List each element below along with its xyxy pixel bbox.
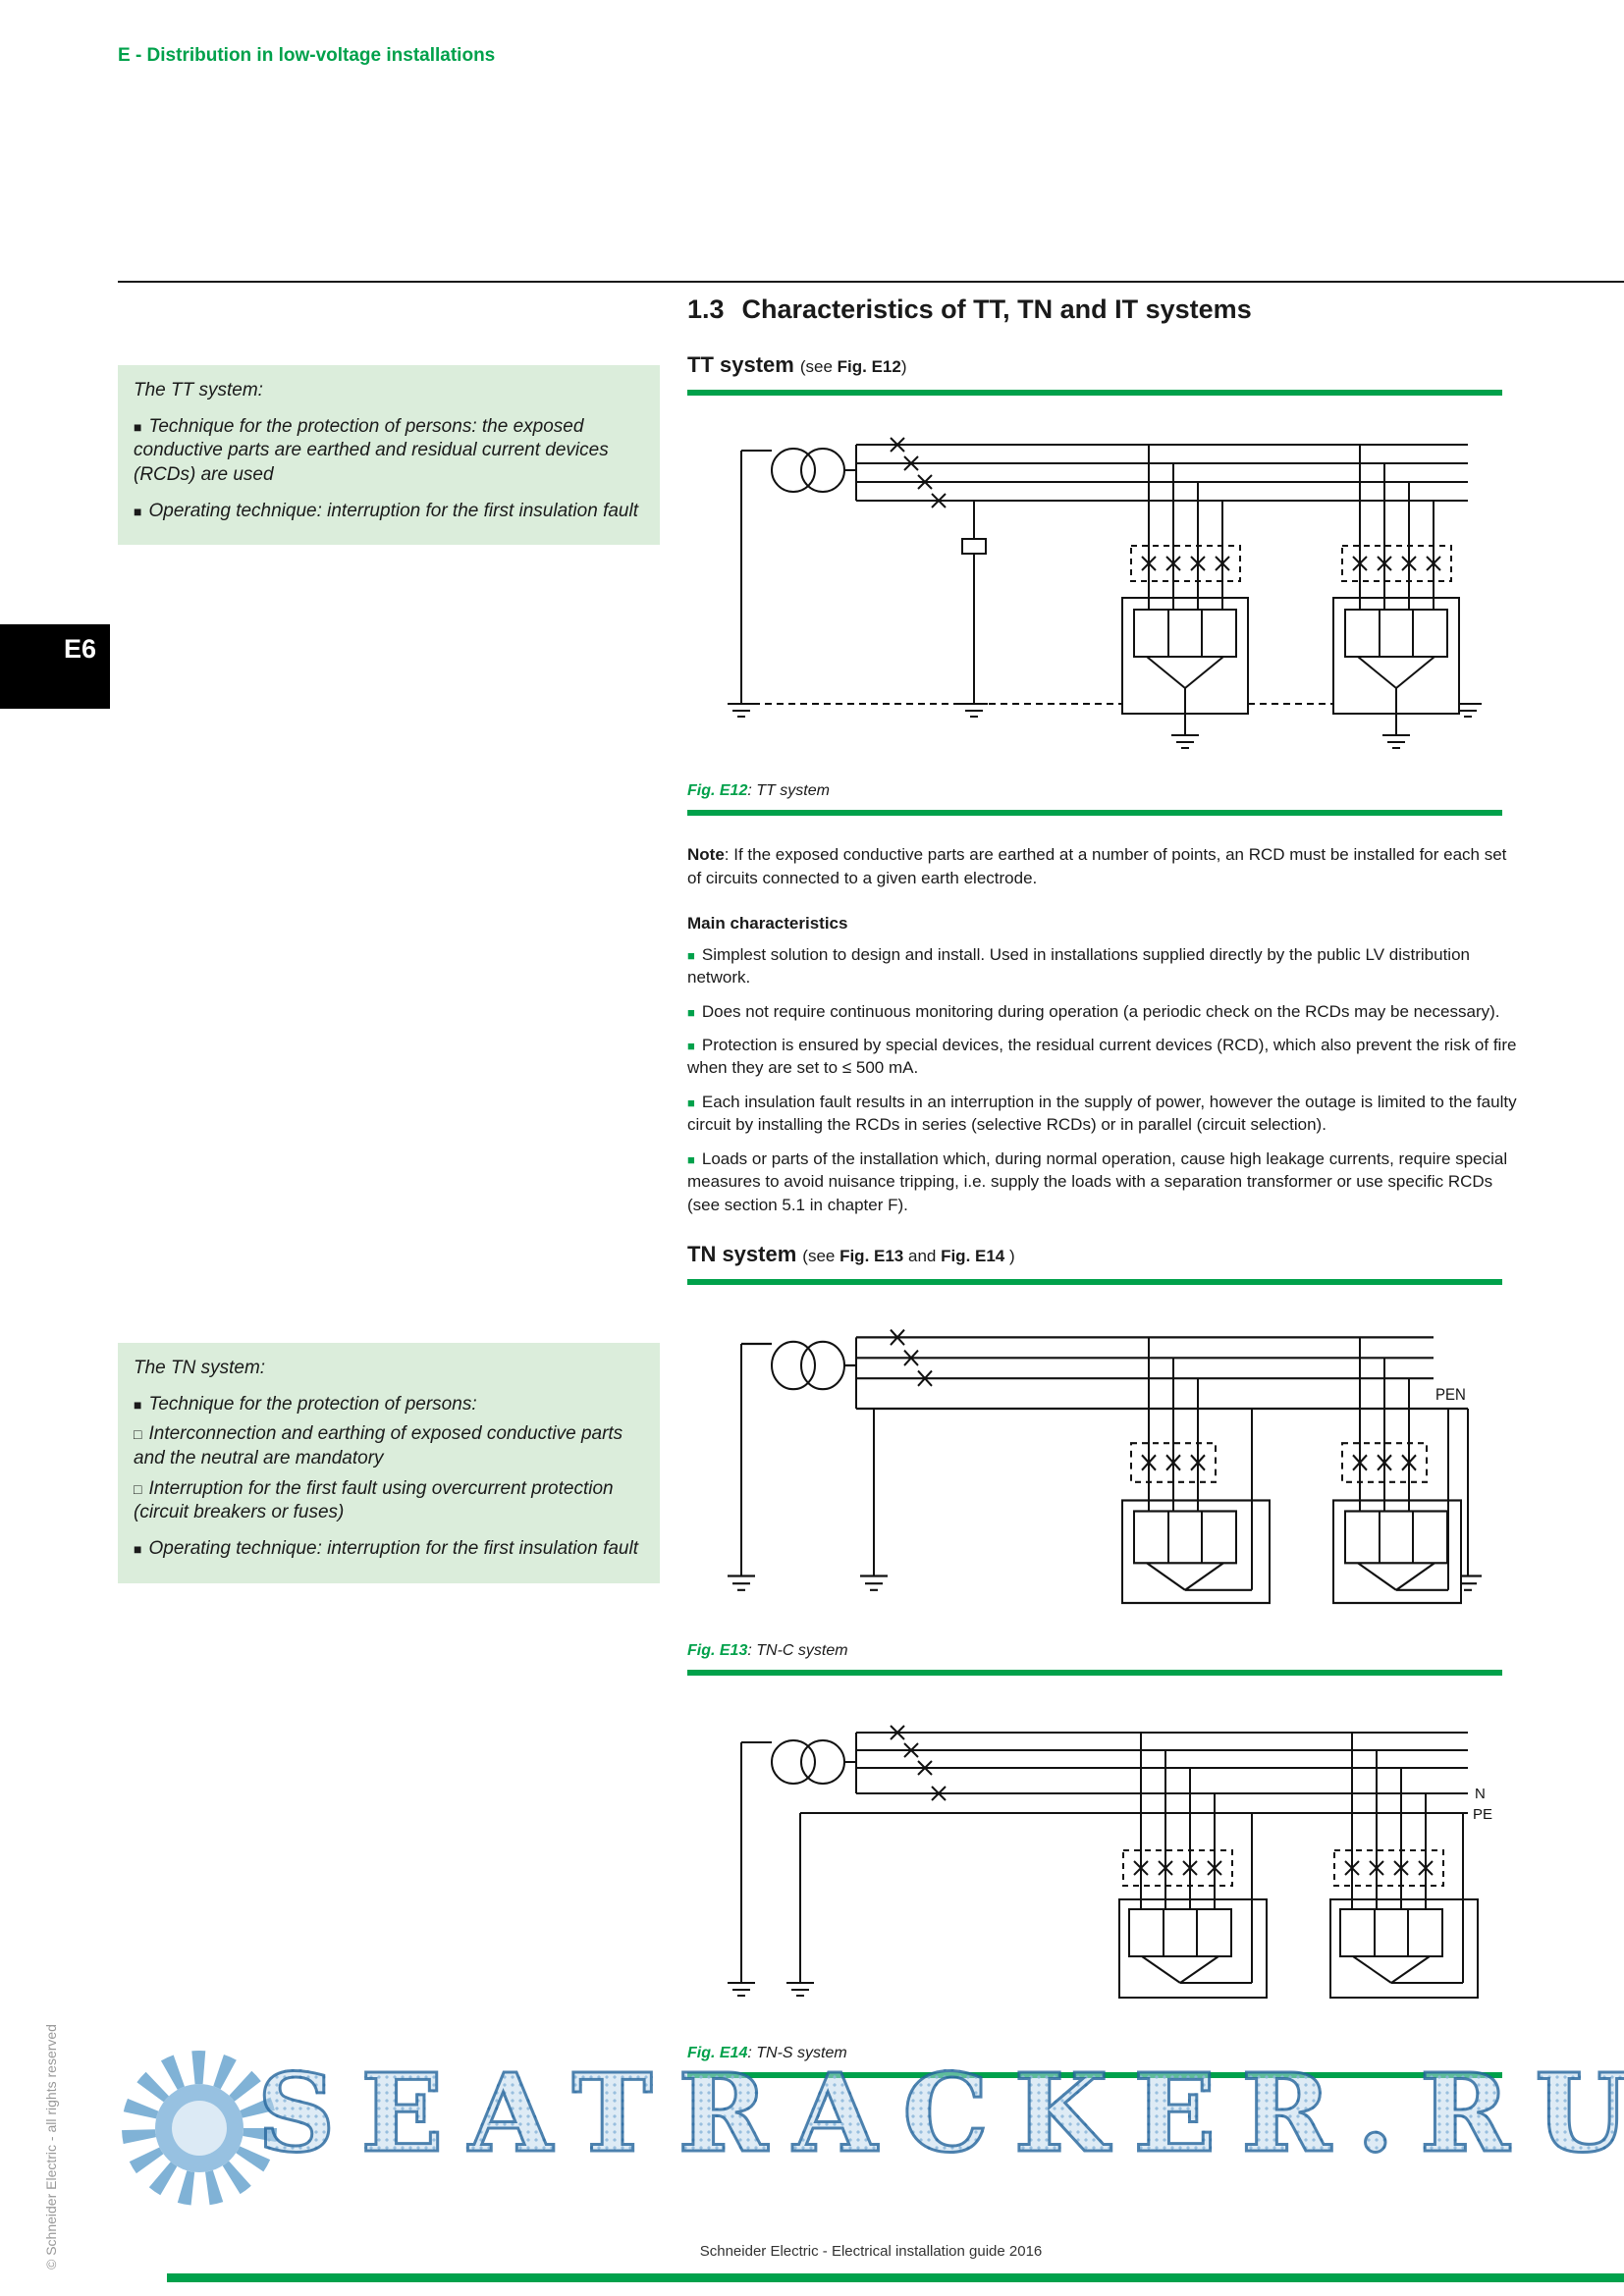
fig-e12-caption: Fig. E12: TT system	[687, 782, 830, 799]
earth-symbol	[786, 1982, 814, 1998]
earth-symbol	[860, 1575, 888, 1592]
n-label: N	[1475, 1786, 1486, 1802]
section-side-tab: E6	[0, 624, 110, 709]
characteristic-item: Simplest solution to design and install.…	[687, 943, 1517, 989]
info-item: ■Operating technique: interruption for t…	[134, 1538, 638, 1560]
characteristic-item: Protection is ensured by special devices…	[687, 1034, 1517, 1080]
figure-divider-bar	[687, 2072, 1502, 2079]
earth-symbol	[960, 703, 988, 718]
info-item: □Interruption for the first fault using …	[134, 1477, 614, 1523]
breaker-x-icons	[890, 1329, 933, 1387]
earth-symbol	[728, 1982, 755, 1998]
pen-earthing	[860, 1409, 1482, 1592]
tn-system-heading: TN system(see Fig. E13 and Fig. E14 )	[687, 1242, 1015, 1267]
tn-c-system-diagram: PEN	[728, 1329, 1482, 1605]
rcd-dashed-box	[1341, 545, 1452, 582]
page-footer: Schneider Electric - Electrical installa…	[699, 2243, 1043, 2260]
earth-symbol	[1382, 734, 1410, 749]
fig-e13-caption: Fig. E13: TN-C system	[687, 1642, 848, 1660]
note-paragraph: Note: If the exposed conductive parts ar…	[687, 845, 1507, 887]
characteristic-item: Does not require continuous monitoring d…	[687, 1000, 1517, 1023]
figure-divider-bar	[687, 390, 1502, 396]
bottom-green-bar	[167, 2273, 1624, 2282]
fig-ref: Fig. E13	[839, 1247, 904, 1266]
characteristic-item: Each insulation fault results in an inte…	[687, 1091, 1517, 1137]
fig-ref: Fig. E12	[837, 357, 901, 376]
characteristics-list: Simplest solution to design and install.…	[687, 943, 1517, 1217]
rcd-dashed-box	[1341, 1442, 1428, 1484]
earth-symbol	[728, 1575, 755, 1592]
earth-symbol	[1171, 734, 1199, 749]
info-item: ■Technique for the protection of persons…	[134, 1393, 477, 1415]
source-transformer-icon	[728, 1733, 857, 1998]
info-item: □Interconnection and earthing of exposed…	[134, 1423, 623, 1469]
rcd-dashed-box	[1333, 1849, 1444, 1888]
chapter-header: E - Distribution in low-voltage installa…	[118, 45, 496, 66]
header-rule	[118, 281, 1624, 283]
main-characteristics-heading: Main characteristics	[687, 913, 848, 933]
bullet-marker: □	[134, 1426, 142, 1443]
tt-system-diagram	[728, 437, 1482, 749]
breaker-x-icons	[1352, 1454, 1417, 1471]
breaker-x-icons	[890, 1725, 947, 1801]
fig-e14-caption: Fig. E14: TN-S system	[687, 2045, 847, 2062]
bullet-marker: □	[134, 1480, 142, 1497]
tn-summary-box: The TN system: ■Technique for the protec…	[118, 1343, 660, 1583]
tt-system-heading: TT system(see Fig. E12)	[687, 352, 907, 377]
bullet-marker: ■	[134, 418, 142, 435]
tn-s-system-diagram: N PE	[728, 1725, 1492, 2000]
source-transformer-icon	[728, 1337, 857, 1592]
earth-symbol	[728, 703, 755, 718]
vertical-copyright: © Schneider Electric - all rights reserv…	[43, 2024, 59, 2269]
watermark-sun-icon	[106, 2030, 293, 2231]
neutral-earthing-branch	[960, 501, 988, 718]
breaker-x-icons	[1133, 1860, 1222, 1876]
breaker-x-icons	[1141, 1454, 1206, 1471]
figure-divider-bar	[687, 1670, 1502, 1677]
load-group	[1118, 1733, 1268, 2000]
breaker-x-icons	[1141, 556, 1230, 571]
rcd-dashed-box	[1122, 1849, 1233, 1888]
distribution-lines	[856, 437, 1468, 508]
distribution-lines	[856, 1329, 1468, 1411]
info-item: ■Technique for the protection of persons…	[134, 415, 609, 486]
breaker-x-icons	[1344, 1860, 1434, 1876]
info-item: ■Operating technique: interruption for t…	[134, 500, 638, 521]
bullet-marker: ■	[134, 1541, 142, 1558]
pe-label: PE	[1473, 1806, 1492, 1823]
load-group	[1332, 445, 1460, 749]
source-transformer-icon	[728, 445, 857, 718]
load-group	[1121, 445, 1249, 749]
tt-summary-box: The TT system: ■Technique for the protec…	[118, 365, 660, 546]
bullet-marker: ■	[134, 1396, 142, 1413]
characteristic-item: Loads or parts of the installation which…	[687, 1148, 1517, 1216]
figure-divider-bar	[687, 810, 1502, 816]
distribution-lines	[786, 1725, 1468, 1998]
rcd-dashed-box	[1130, 1442, 1217, 1484]
tt-box-title: The TT system:	[134, 380, 263, 400]
pen-label: PEN	[1435, 1387, 1466, 1405]
figure-divider-bar	[687, 1279, 1502, 1286]
breaker-x-icons	[890, 437, 947, 508]
fig-ref: Fig. E14	[941, 1247, 1005, 1266]
bullet-marker: ■	[134, 503, 142, 519]
load-group	[1332, 1337, 1462, 1605]
load-group	[1329, 1733, 1479, 2000]
tn-box-title: The TN system:	[134, 1358, 266, 1378]
rcd-dashed-box	[1130, 545, 1241, 582]
load-group	[1121, 1337, 1271, 1605]
breaker-x-icons	[1352, 556, 1441, 571]
